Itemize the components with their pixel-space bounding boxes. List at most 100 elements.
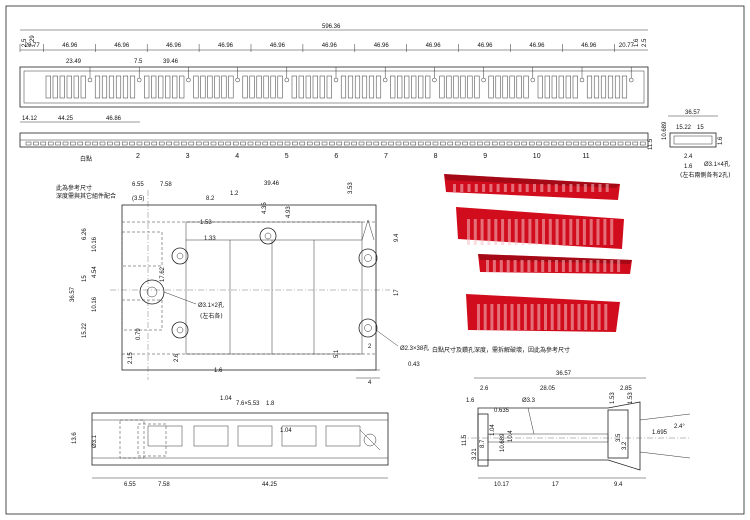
strip-slot	[417, 141, 424, 146]
sec-dim-k: 1.695	[652, 430, 668, 436]
comb-slot	[509, 75, 515, 99]
photo-slot	[576, 219, 580, 245]
comb-slot	[256, 75, 262, 99]
photo-slot	[490, 304, 494, 330]
strip-slot	[454, 141, 461, 146]
comb-slot	[593, 75, 600, 99]
strip-slot	[380, 141, 387, 146]
strip-slot	[292, 141, 298, 146]
photo-slot	[569, 219, 573, 245]
bottom-dim-a: 14.12	[22, 116, 38, 122]
comb-slot	[221, 75, 227, 99]
comb-slot	[544, 75, 550, 99]
comb-slot	[172, 75, 178, 99]
photo-slot	[562, 219, 566, 245]
sec-dim-j: 10.4	[508, 430, 514, 442]
photo-slot	[513, 260, 517, 272]
sec-dim-e: 0.635	[494, 408, 510, 414]
comb-slot	[439, 75, 445, 99]
strip-slot	[188, 141, 195, 146]
photo-slot	[460, 184, 464, 192]
left-dim-b: 7.29	[30, 35, 36, 47]
strip-slot	[99, 141, 106, 146]
comb-slot	[270, 75, 276, 99]
photo-slot	[523, 304, 527, 330]
photo-slot	[603, 260, 607, 272]
detail-v-f: 36.57	[70, 286, 76, 302]
photo-slot	[603, 219, 607, 245]
strip-slot	[558, 141, 565, 146]
comb-slot	[375, 75, 382, 99]
bottom-dim-c: 44.25	[262, 482, 278, 488]
strip-slot	[447, 141, 454, 146]
photo-slot	[576, 184, 580, 192]
photo-slot	[610, 260, 614, 272]
strip-slot	[158, 141, 165, 146]
strip-slot	[277, 141, 283, 146]
detail-dim-d: 3.53	[348, 182, 354, 194]
photo-slot	[503, 184, 507, 192]
photo-slot	[453, 184, 456, 192]
photo-slot	[583, 184, 587, 192]
strip-number: 4	[235, 153, 239, 160]
bottom-dim-b: 44.25	[58, 116, 74, 122]
end-hole-note2: (左右兩側各有2孔)	[680, 171, 731, 179]
sec-dim-i: 1.04	[490, 424, 496, 436]
bottom-dim-b: 7.58	[158, 482, 170, 488]
photo-slot	[550, 304, 554, 330]
end-dim-h: 11.5	[648, 138, 654, 150]
strip-slot	[210, 141, 217, 146]
comb-slot	[151, 75, 157, 99]
strip-slot	[366, 141, 372, 146]
strip-slot	[551, 141, 557, 146]
comb-pin	[186, 77, 191, 83]
detail-s-h: 0.43	[408, 362, 420, 368]
strip-number: 5	[285, 153, 289, 160]
pitch-dim: 20.77	[25, 43, 41, 49]
strip-slot	[269, 141, 276, 146]
photo-slot	[534, 260, 538, 272]
detail-s-d: 1.6	[214, 368, 223, 374]
strip-slot	[336, 141, 343, 146]
photo-slot	[497, 304, 501, 330]
photo-slot	[482, 184, 486, 192]
strip-slot	[314, 141, 320, 146]
photo-slot	[548, 260, 552, 272]
sub-dim-a: 23.49	[66, 59, 82, 65]
detail-s-b: 0.79	[136, 328, 142, 340]
photo-slot	[486, 260, 489, 272]
mount-hole-large	[139, 279, 165, 305]
comb-pin	[530, 77, 536, 83]
photo-slot	[494, 219, 498, 245]
photo-slot	[474, 184, 478, 192]
comb-slot	[73, 75, 79, 99]
photo-2	[456, 207, 624, 249]
pitch-dim: 46.96	[478, 43, 494, 49]
strip-slot	[240, 141, 246, 146]
end-dim-e: 1.6	[684, 164, 693, 170]
end-body	[669, 132, 717, 148]
comb-body-top	[19, 66, 649, 108]
mount-hole-top	[259, 227, 277, 245]
strip-slot	[129, 141, 135, 146]
end-dim-width: 36.57	[685, 110, 701, 116]
detail-v-e: 10.16	[92, 296, 98, 312]
strip-slot	[462, 141, 468, 146]
strip-slot	[25, 141, 32, 146]
section-view: 36.57 2.6 28.05 2.85 1.6 0.635 Ø3.3 1.53…	[460, 371, 691, 488]
comb-slot	[298, 75, 304, 99]
photo-slot	[530, 304, 534, 330]
sub-dim-b: 7.5	[134, 59, 143, 65]
comb-pin	[235, 77, 240, 83]
photo-slot	[605, 184, 609, 192]
detail-s-f: 5.1	[334, 349, 340, 358]
sub-dim-c: 39.46	[163, 59, 179, 65]
photo-slot	[548, 219, 552, 245]
sec-dim-t: 3.2	[622, 441, 628, 450]
comb-slot	[158, 75, 164, 99]
photo-slot	[590, 304, 594, 330]
comb-slot	[558, 75, 564, 99]
photo-1	[444, 174, 620, 200]
strip-slot	[440, 141, 446, 146]
